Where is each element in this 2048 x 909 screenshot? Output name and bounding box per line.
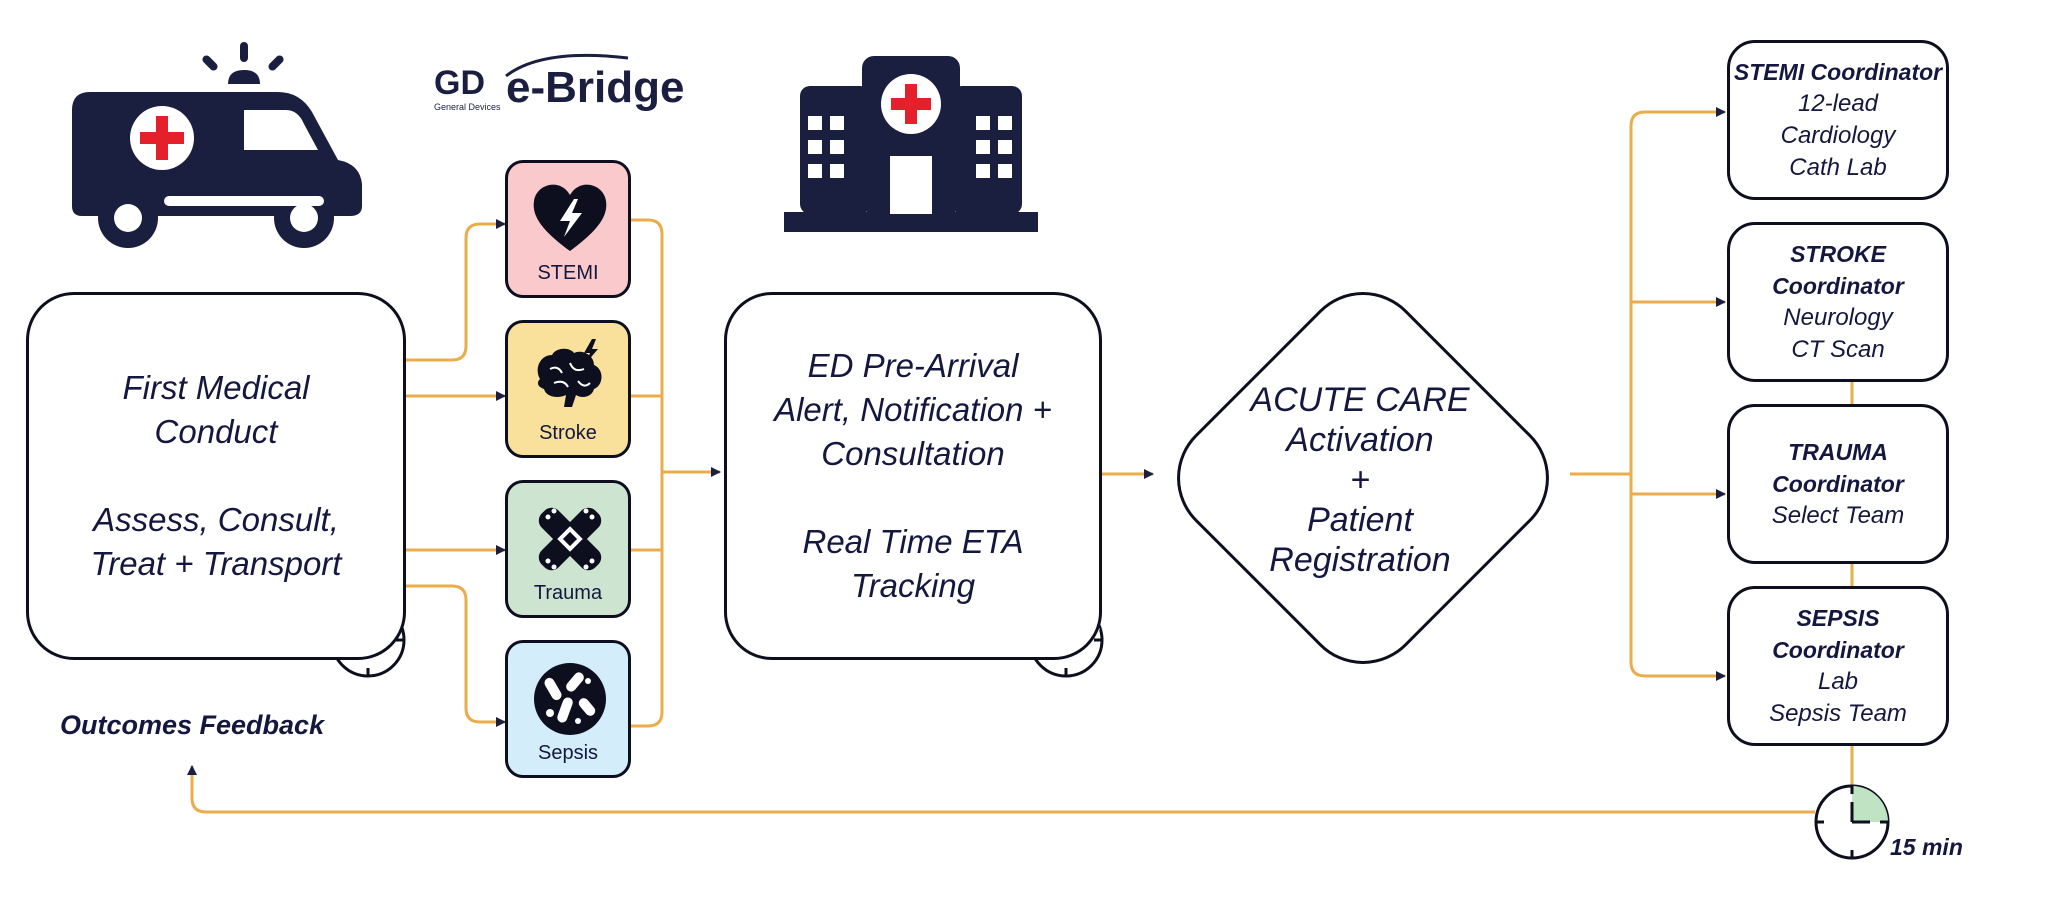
coordinator-detail: Select Team <box>1771 502 1905 529</box>
connector-feedback-loop <box>187 765 1815 814</box>
ed-line: Tracking <box>850 567 976 604</box>
coordinator-detail: Neurology <box>1783 304 1893 331</box>
first-medical-line: First Medical <box>122 369 310 406</box>
coordinator-detail: 12-lead <box>1797 90 1879 117</box>
logo-mark-text: GD <box>434 64 485 102</box>
category-label: Trauma <box>533 582 603 604</box>
logo-text: e-Bridge <box>506 63 684 112</box>
acute-care-diamond <box>1177 292 1549 664</box>
first-medical-line: Treat + Transport <box>90 545 342 582</box>
brain-bolt-icon <box>537 339 602 407</box>
coordinator-title: SEPSIS Coordinator <box>1772 605 1904 663</box>
category-trauma: Trauma <box>505 480 631 618</box>
acute-care-text: ACUTE CARE Activation + Patient Registra… <box>1160 370 1560 590</box>
timer-label: 15 min <box>1890 834 1963 860</box>
first-medical-line: Assess, Consult, <box>93 501 339 538</box>
connector-coordinator-bus <box>1629 110 1725 127</box>
ed-line: Real Time ETA <box>802 523 1024 560</box>
clock-icon-15-min <box>1814 784 1890 860</box>
coordinator-detail: Cardiology <box>1780 122 1896 149</box>
bacteria-icon <box>534 663 606 735</box>
acute-line: ACUTE CARE <box>1250 381 1470 419</box>
coordinator-detail: Sepsis Team <box>1769 700 1907 727</box>
ed-line: Alert, Notification + <box>774 391 1052 428</box>
coordinator-detail: Lab <box>1817 668 1859 695</box>
ed-line: ED Pre-Arrival <box>807 347 1019 384</box>
coordinator-title: TRAUMA Coordinator <box>1772 439 1904 497</box>
outcomes-feedback-label: Outcomes Feedback <box>60 710 325 740</box>
acute-line: Activation <box>1286 421 1434 459</box>
acute-line: Patient <box>1307 501 1413 539</box>
bandage-icon <box>538 507 602 571</box>
stemi-coordinator-box: STEMI Coordinator 12-lead Cardiology Cat… <box>1727 40 1949 200</box>
stroke-coordinator-box: STROKE Coordinator Neurology CT Scan <box>1727 222 1949 382</box>
connector-categories-bus <box>630 218 664 728</box>
category-label: STEMI <box>537 262 599 284</box>
acute-line: + <box>1350 461 1370 499</box>
logo-tagline: General Devices <box>434 102 501 112</box>
acute-line: Registration <box>1269 541 1451 579</box>
connector-first-to-sepsis <box>406 584 506 727</box>
first-medical-conduct-box: First Medical Conduct Assess, Consult, T… <box>26 292 406 660</box>
category-sepsis: Sepsis <box>505 640 631 778</box>
ed-pre-arrival-box: ED Pre-Arrival Alert, Notification + Con… <box>724 292 1102 660</box>
logo-mark: GD e-Bridge General Devices <box>434 53 684 112</box>
connector-first-to-stemi <box>406 219 506 362</box>
category-stemi: STEMI <box>505 160 631 298</box>
coordinator-detail: CT Scan <box>1791 336 1885 363</box>
category-label: Stroke <box>539 422 597 444</box>
e-bridge-logo: GD e-Bridge General Devices <box>432 48 712 118</box>
heart-bolt-icon <box>533 184 607 251</box>
category-label: Sepsis <box>537 742 599 764</box>
trauma-coordinator-box: TRAUMA Coordinator Select Team <box>1727 404 1949 564</box>
category-stroke: Stroke <box>505 320 631 458</box>
first-medical-line: Conduct <box>154 413 278 450</box>
coordinator-title: STEMI Coordinator <box>1733 59 1943 85</box>
sepsis-coordinator-box: SEPSIS Coordinator Lab Sepsis Team <box>1727 586 1949 746</box>
coordinator-title: STROKE Coordinator <box>1772 241 1904 299</box>
coordinator-detail: Cath Lab <box>1789 154 1887 181</box>
ed-line: Consultation <box>821 435 1005 472</box>
